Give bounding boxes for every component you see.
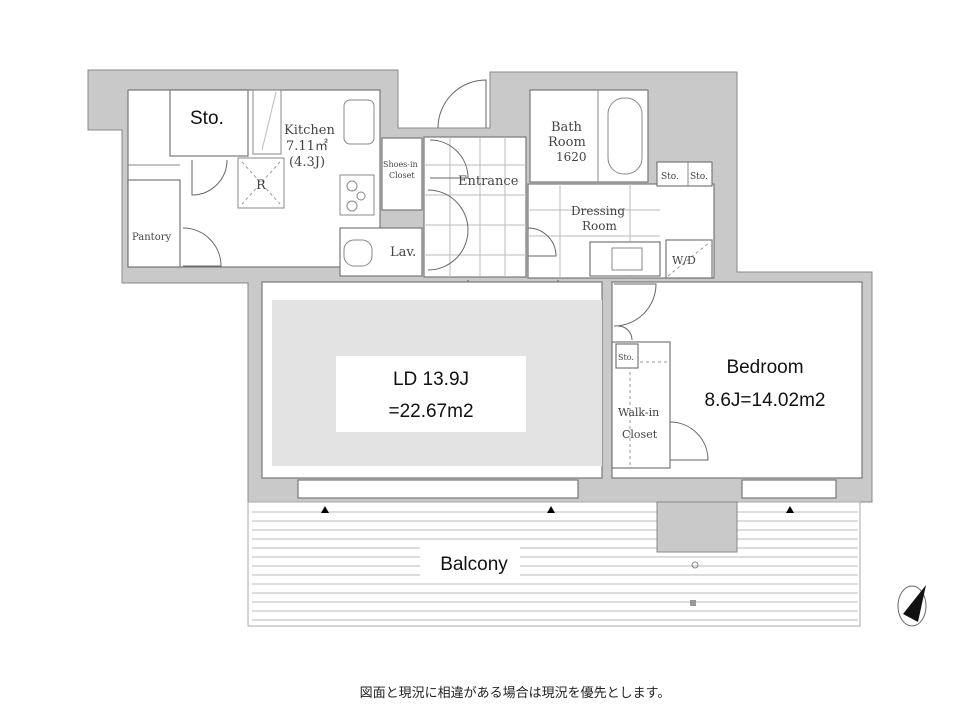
storage-wic-label: Sto. (618, 353, 634, 362)
storage-small (656, 161, 713, 187)
sink (343, 99, 375, 145)
pantory-room (127, 179, 181, 268)
walk-in-closet-label-2: Closet (622, 428, 658, 441)
dressing-label: Dressing (571, 204, 625, 218)
storage-label: Sto. (190, 108, 224, 129)
bedroom-area: 8.6J=14.02m2 (705, 390, 826, 411)
window-bedroom (741, 479, 837, 499)
shoes-closet-label: Shoes-in (383, 160, 418, 169)
bathtub (607, 97, 643, 175)
disclaimer-note: 図面と現況に相違がある場合は現況を優先とします。 (359, 686, 671, 701)
kitchen-label: Kitchen (284, 123, 335, 138)
stove (339, 174, 375, 216)
door (427, 189, 469, 271)
window-ld (297, 479, 579, 499)
walk-in-closet-label: Walk-in (618, 406, 659, 419)
entrance-label: Entrance (458, 174, 519, 189)
ld-label-box (336, 356, 526, 432)
storage-small-label-1: Sto. (661, 172, 679, 182)
kitchen-tatami: (4.3J) (289, 155, 325, 170)
north-compass-icon (897, 585, 927, 627)
bath-room (529, 89, 649, 183)
kitchen-area: 7.11㎡ (286, 139, 328, 154)
door (191, 159, 228, 196)
shoes-closet (381, 137, 423, 211)
front-door[interactable] (437, 79, 487, 129)
toilet (343, 239, 373, 267)
door (182, 227, 222, 267)
pantory-label: Pantory (132, 232, 172, 243)
bedroom-label: Bedroom (726, 357, 803, 378)
dressing-label-2: Room (582, 219, 617, 233)
storage-wic (615, 343, 639, 369)
bath-label-2: Room (548, 135, 586, 150)
storage-small-label-2: Sto. (690, 172, 708, 182)
lavatory (339, 227, 423, 277)
shoes-closet-label-2: Closet (389, 171, 415, 180)
bath-size: 1620 (556, 150, 587, 164)
washbasin (589, 241, 661, 277)
lavatory-label: Lav. (390, 245, 416, 260)
kitchen-counter (252, 89, 282, 155)
storage-room (169, 89, 249, 157)
entrance-hall (423, 136, 527, 278)
ld-area: =22.67m2 (388, 401, 473, 422)
balcony-label: Balcony (440, 554, 508, 575)
balcony (247, 501, 861, 627)
door (429, 139, 469, 179)
washer-dryer-label: W/D (672, 254, 696, 267)
refrigerator (237, 157, 285, 209)
ld-label: LD 13.9J (393, 369, 469, 390)
bath-label: Bath (551, 120, 583, 135)
refrigerator-label: R (256, 178, 267, 193)
